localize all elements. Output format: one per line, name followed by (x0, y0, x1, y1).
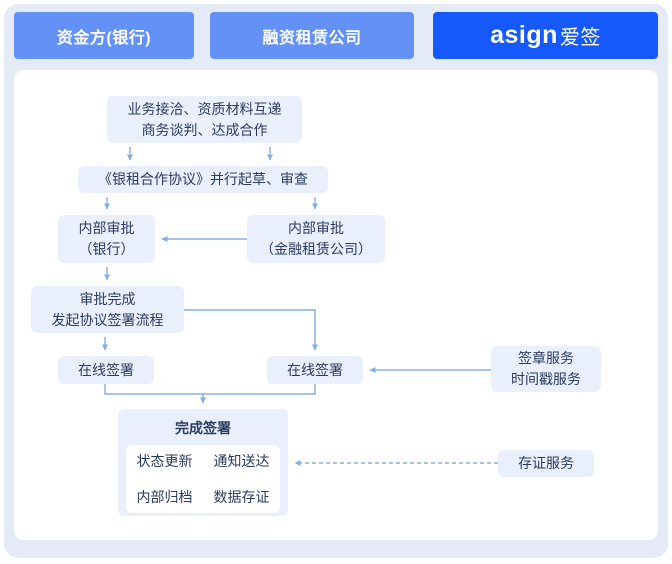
flow-node-negotiation: 业务接洽、资质材料互递 商务谈判、达成合作 (107, 96, 302, 143)
lane-header-funder-bank: 资金方(银行) (14, 12, 194, 59)
complete-items-grid: 状态更新 通知送达 内部归档 数据存证 (126, 445, 280, 513)
approval-leasing-line1: 内部审批 (288, 220, 344, 236)
approval-done-line2: 发起协议签署流程 (51, 311, 164, 328)
approval-bank-line1: 内部审批 (78, 220, 135, 236)
lane-header-asign-brand: asign 爱签 (433, 12, 658, 59)
lane-leasing-label: 融资租赁公司 (262, 29, 362, 47)
approval-done-line1: 审批完成 (79, 290, 136, 307)
seal-service-line2: 时间戳服务 (511, 371, 581, 387)
asign-logo-en: asign (490, 21, 558, 49)
flow-node-evidence-service: 存证服务 (498, 450, 594, 477)
approval-leasing-line2: （金融租赁公司） (260, 241, 372, 257)
seal-service-line1: 签章服务 (518, 350, 574, 366)
negotiation-line1: 业务接洽、资质材料互递 (127, 100, 282, 117)
negotiation-line2: 商务谈判、达成合作 (141, 121, 268, 138)
flow-node-seal-timestamp-service: 签章服务 时间戳服务 (491, 346, 601, 392)
sign-left-label: 在线签署 (78, 361, 134, 378)
agreement-label: 《银租合作协议》并行起草、审查 (98, 171, 308, 187)
asign-logo-cn: 爱签 (559, 27, 601, 49)
asign-logo: asign 爱签 (490, 21, 601, 50)
flow-node-internal-approval-bank: 内部审批 （银行） (58, 215, 155, 263)
complete-item-internal-archive: 内部归档 (136, 488, 193, 505)
sign-right-label: 在线签署 (287, 361, 343, 378)
flow-node-approval-done-initiate-signing: 审批完成 发起协议签署流程 (31, 286, 184, 333)
flow-node-online-sign-leasing: 在线签署 (267, 356, 363, 384)
complete-item-data-evidence: 数据存证 (213, 488, 270, 505)
flow-node-online-sign-bank: 在线签署 (58, 356, 154, 384)
flow-node-internal-approval-leasing: 内部审批 （金融租赁公司） (247, 215, 385, 263)
lane-funder-label: 资金方(银行) (56, 29, 152, 47)
complete-item-notice-delivery: 通知送达 (213, 452, 270, 469)
flow-node-agreement-drafting: 《银租合作协议》并行起草、审查 (78, 166, 328, 193)
complete-title: 完成签署 (175, 420, 231, 436)
approval-bank-line2: （银行） (78, 241, 135, 257)
evidence-service-label: 存证服务 (518, 455, 574, 471)
flow-node-signing-complete: 完成签署 状态更新 通知送达 内部归档 数据存证 (118, 409, 288, 516)
lane-header-leasing-company: 融资租赁公司 (210, 12, 414, 59)
complete-item-status-update: 状态更新 (136, 452, 193, 469)
